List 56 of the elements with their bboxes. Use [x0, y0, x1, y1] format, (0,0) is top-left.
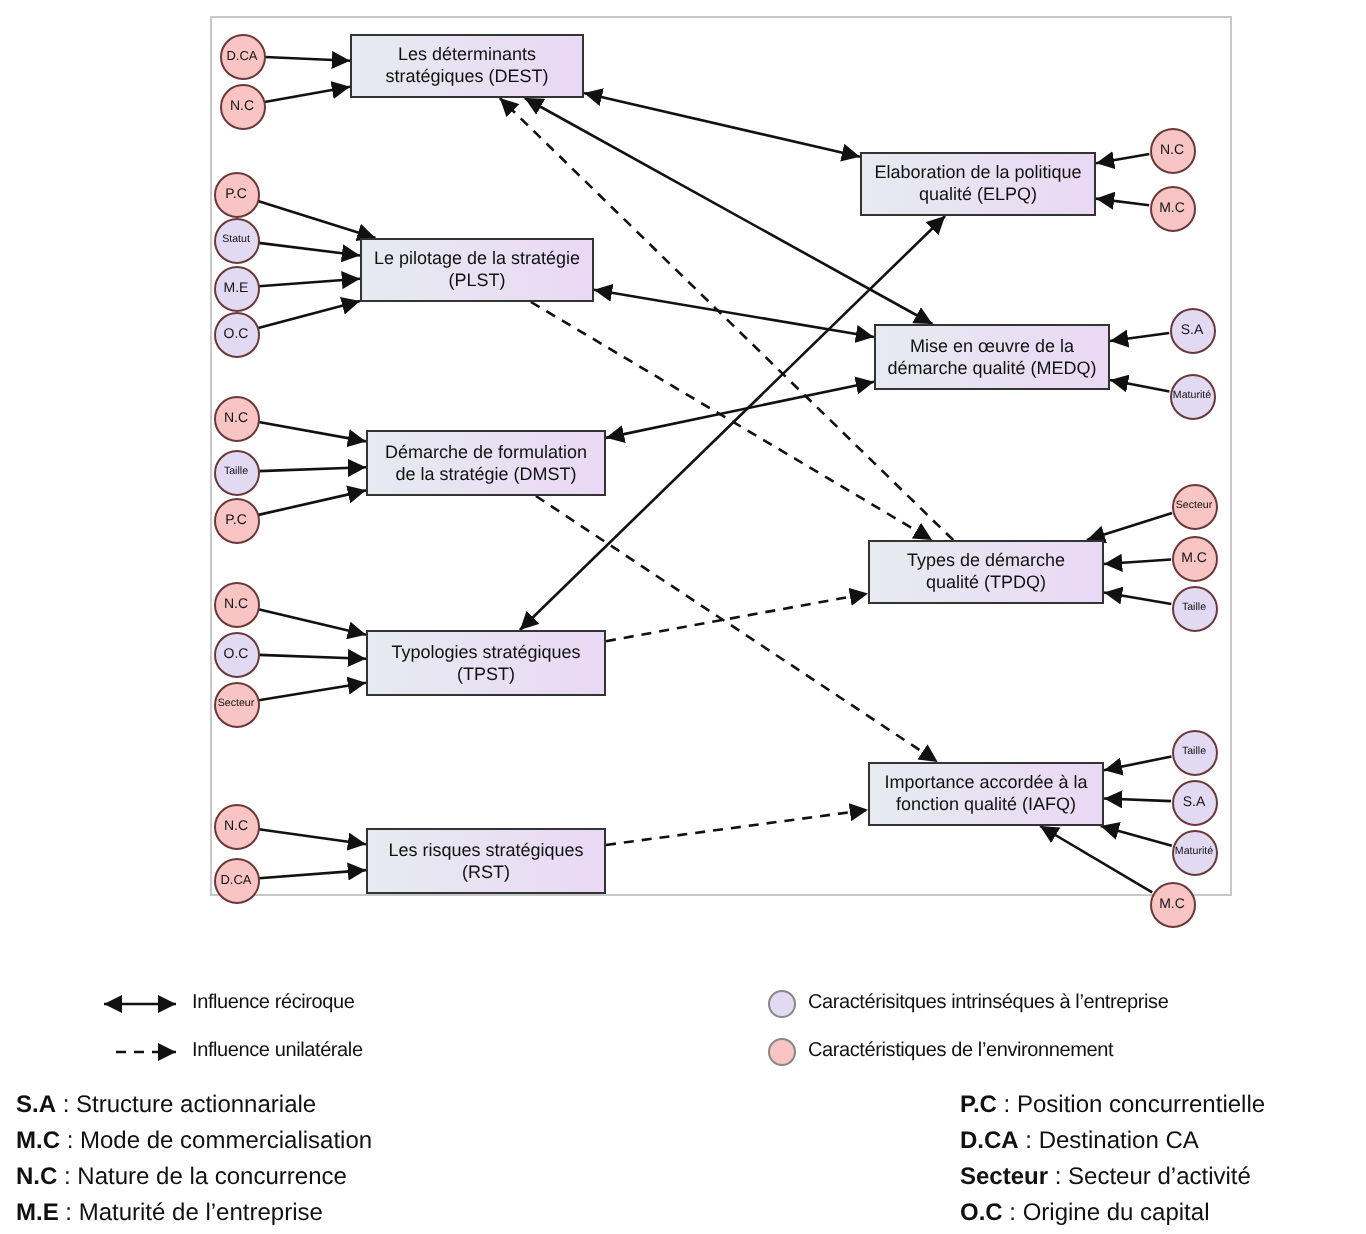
process-box: Typologies stratégiques (TPST) [366, 630, 606, 696]
arrow [1109, 329, 1170, 348]
arrow [258, 827, 367, 851]
legend-text: Caractéristiques de l’environnement [808, 1040, 1114, 1062]
process-box: Mise en œuvre de la démarche qualité (MEDQ) [874, 324, 1110, 390]
arrow [605, 376, 875, 444]
process-box: Le pilotage de la stratégie (PLST) [360, 238, 594, 302]
process-box: Les déterminants stratégiques (DEST) [350, 34, 584, 98]
abbreviation-text: N.C : Nature de la concurrence [16, 1162, 347, 1190]
arrow [535, 494, 939, 764]
process-box: Types de démarche qualité (TPDQ) [868, 540, 1104, 604]
arrow [605, 587, 869, 643]
arrow [257, 296, 361, 330]
arrow [258, 608, 367, 640]
abbreviation-text: Secteur : Secteur d’activité [960, 1162, 1251, 1190]
arrow [258, 458, 367, 478]
arrow [258, 420, 367, 448]
arrow [258, 648, 367, 668]
arrow [258, 241, 361, 263]
arrow [1109, 374, 1170, 393]
process-box: Elaboration de la politique qualité (ELPQ) [860, 152, 1096, 216]
arrow [1103, 553, 1172, 572]
abbreviation-text: S.A : Structure actionnariale [16, 1090, 317, 1118]
process-box: Importance accordée à la fonction qualité (IAFQ) [868, 762, 1104, 826]
legend-text: Influence réciroque [192, 992, 355, 1014]
arrow [264, 50, 351, 70]
arrow [258, 862, 367, 881]
arrow [1095, 191, 1150, 210]
abbreviation-text: P.C : Position concurrentielle [960, 1090, 1266, 1118]
arrow [257, 199, 376, 242]
arrow [583, 88, 861, 162]
arrow [1086, 511, 1173, 544]
abbreviation-text: O.C : Origine du capital [960, 1198, 1210, 1226]
arrow [1103, 790, 1172, 809]
abbreviation-text: D.CA : Destination CA [960, 1126, 1199, 1154]
arrow [1095, 151, 1150, 170]
arrow [593, 283, 875, 343]
arrow [258, 271, 361, 290]
arrow [258, 676, 367, 702]
arrow [258, 485, 367, 517]
arrow [530, 300, 933, 542]
arrow [524, 96, 934, 326]
arrow [1100, 822, 1173, 848]
abbreviation-text: M.E : Maturité de l’entreprise [16, 1198, 323, 1226]
legend-text: Influence unilatérale [192, 1040, 363, 1062]
arrow [605, 803, 869, 847]
abbreviation-text: M.C : Mode de commercialisation [16, 1126, 373, 1154]
legend-text: Caractérisitques intrinséques à l’entreprise [808, 992, 1169, 1014]
arrow [1039, 824, 1153, 894]
arrow [498, 97, 955, 541]
process-box: Les risques stratégiques (RST) [366, 828, 606, 894]
arrow [1103, 755, 1172, 776]
arrow [1103, 586, 1172, 606]
process-box: Démarche de formulation de la stratégie (DMST) [366, 430, 606, 496]
arrow [264, 81, 351, 104]
arrow [519, 215, 947, 631]
